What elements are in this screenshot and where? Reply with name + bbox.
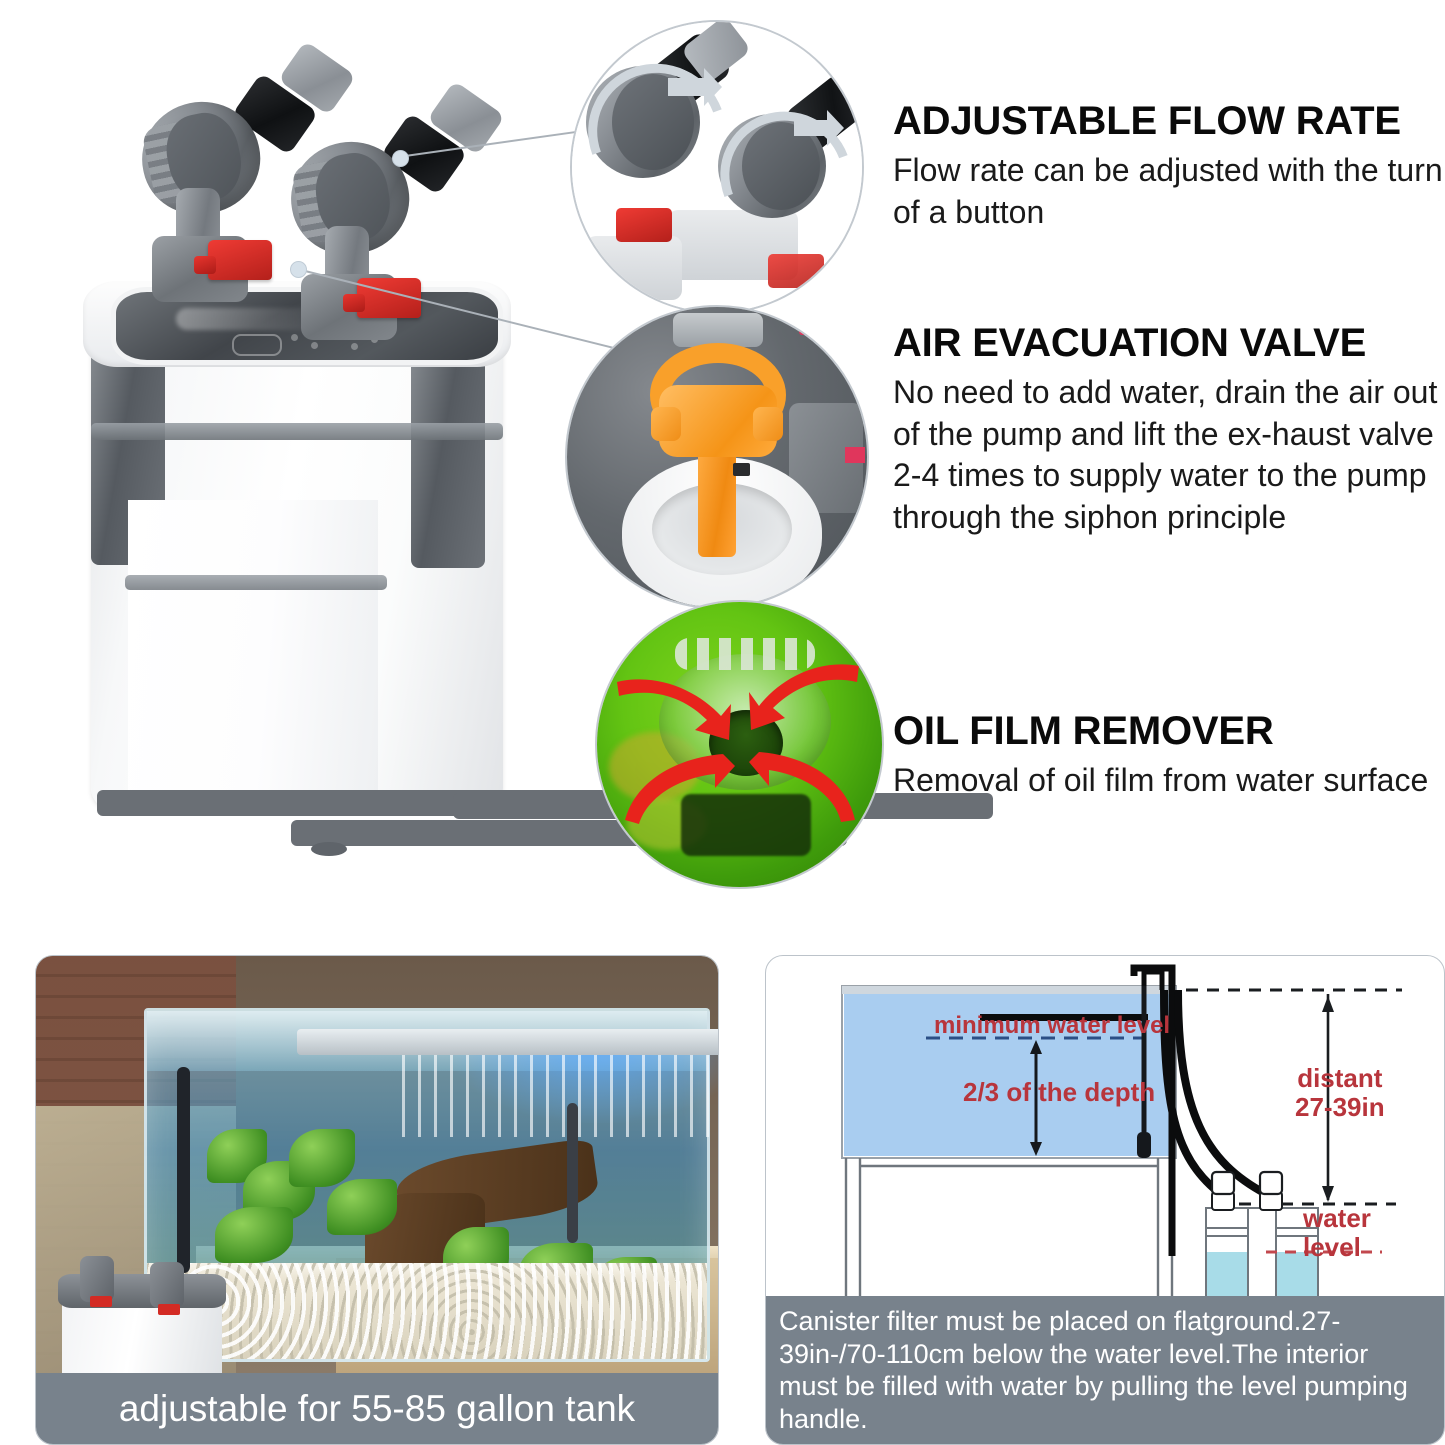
installation-diagram: minimum water level 2/3 of the depth dis… (766, 956, 1444, 1336)
aquarium-photo-caption: adjustable for 55-85 gallon tank (36, 1372, 718, 1444)
canister-filter-unit (54, 1256, 234, 1376)
lid-gloss-highlight (176, 308, 326, 330)
canister-body (73, 245, 993, 856)
pump-handle-ear (651, 407, 681, 441)
canister-front-face (128, 500, 378, 815)
installation-diagram-caption: Canister filter must be placed on flatgr… (766, 1296, 1444, 1444)
rotation-arrowhead-icon (794, 110, 844, 146)
valve-lock-lever[interactable] (616, 208, 672, 242)
water-flow-arrow-icon (749, 664, 859, 730)
product-photo-canister-filter (45, 30, 993, 856)
aquatic-plant (289, 1129, 355, 1187)
white-gravel-substrate (147, 1263, 707, 1359)
lid-button-housing (673, 313, 829, 347)
lid-platform (586, 236, 682, 300)
knob-face (742, 122, 820, 210)
skimmer-base-shadow (681, 794, 811, 856)
valve-lock-lever[interactable] (768, 254, 824, 288)
label-two-thirds-depth: 2/3 of the depth (963, 1077, 1156, 1107)
pump-handle-ear (753, 407, 783, 441)
hose-nut-right (1258, 1170, 1284, 1196)
skimmer-teeth-icon (675, 638, 815, 670)
red-indicator (845, 447, 865, 463)
feature-block-air-evacuation-valve: AIR EVACUATION VALVE No need to add wate… (893, 321, 1445, 539)
leader-dot (392, 150, 409, 167)
label-water-level: water level (1303, 1203, 1371, 1263)
depth-arrow-down (1030, 1142, 1042, 1156)
aquatic-plant (327, 1179, 397, 1235)
unit-valve-left (80, 1256, 114, 1302)
valve-lock-lever[interactable] (194, 240, 272, 280)
aquatic-plant (215, 1207, 293, 1263)
red-indicator (799, 323, 829, 335)
feature-body: No need to add water, drain the air out … (893, 374, 1438, 535)
installation-diagram-panel: minimum water level 2/3 of the depth dis… (765, 955, 1445, 1445)
leader-dot (290, 261, 307, 278)
pipe-inner (1141, 969, 1165, 990)
intake-tube (177, 1067, 190, 1273)
label-minimum-water-level: minimum water level (934, 1012, 1171, 1039)
hose-outlet (1174, 989, 1268, 1198)
pump-handle-stem[interactable] (698, 437, 736, 557)
canister-band-lower (125, 575, 387, 590)
unit-valve-right (150, 1262, 184, 1308)
hose-nut-left (1210, 1170, 1236, 1196)
label-distance: distant 27-39in (1295, 1063, 1385, 1123)
unit-lever-red (90, 1296, 112, 1307)
distance-arrow-up (1322, 996, 1334, 1012)
callout-oil-film-remover (595, 600, 884, 889)
feature-title: OIL FILM REMOVER (893, 709, 1274, 753)
canister-lid-rim (83, 281, 511, 367)
brand-logo-icon (232, 334, 282, 356)
aquarium-tank (144, 1008, 718, 1362)
feature-title: ADJUSTABLE FLOW RATE (893, 99, 1401, 143)
outflow-hose (567, 1103, 578, 1243)
feature-block-oil-film-remover: OIL FILM REMOVER Removal of oil film fro… (893, 709, 1433, 802)
callout-air-evacuation-valve (565, 305, 869, 609)
tank-rim (842, 986, 1176, 994)
distance-arrow-down (1322, 1186, 1334, 1202)
depth-arrow-up (1030, 1040, 1042, 1054)
unit-lever-red (158, 1304, 180, 1315)
water-flow-arrow-icon (749, 742, 855, 822)
hose-inlet (1160, 989, 1221, 1196)
rotation-arrowhead-icon (668, 68, 722, 106)
top-feature-section: ADJUSTABLE FLOW RATE Flow rate can be ad… (0, 0, 1445, 910)
bracket-bar (980, 1014, 1148, 1021)
led-light-bar (297, 1029, 718, 1055)
aquarium-scene (36, 956, 718, 1376)
water-flow-arrow-icon (617, 679, 731, 740)
feature-title: AIR EVACUATION VALVE (893, 321, 1367, 365)
callout-adjustable-flow-rate (570, 20, 864, 314)
diagram-svg (841, 964, 1402, 1326)
canister-foot-pad (311, 842, 347, 856)
feature-block-adjustable-flow-rate: ADJUSTABLE FLOW RATE Flow rate can be ad… (893, 99, 1445, 233)
aquarium-photo-panel: adjustable for 55-85 gallon tank (35, 955, 719, 1445)
water-flow-arrow-icon (625, 748, 735, 824)
canister-band-upper (91, 423, 503, 440)
feature-body: Flow rate can be adjusted with the turn … (893, 152, 1443, 230)
vent-slot (733, 463, 750, 476)
intake-strainer (1137, 1132, 1151, 1158)
feature-body: Removal of oil film from water surface (893, 762, 1429, 799)
spray-bar-stream (402, 1051, 718, 1137)
